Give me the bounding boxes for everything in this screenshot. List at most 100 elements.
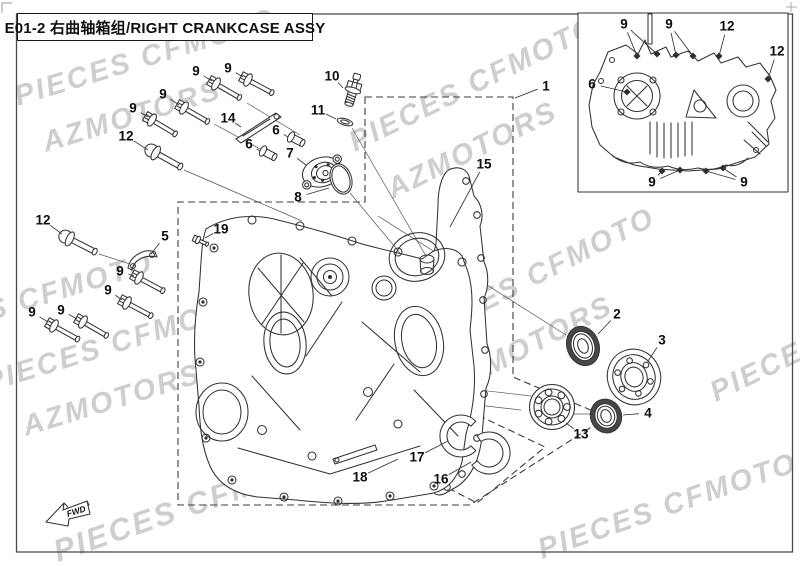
callout-label-12: 12 (719, 19, 734, 34)
callout-leader-line (170, 98, 180, 106)
callout-label-10: 10 (324, 69, 339, 84)
strip-plate (332, 444, 378, 465)
callout-leader-line (306, 187, 330, 195)
callout-leader-line (448, 461, 472, 475)
callout-label-8: 8 (294, 190, 302, 205)
callout-leader-line (718, 34, 726, 57)
callout-leader-line (283, 134, 289, 138)
callout-label-1: 1 (542, 79, 550, 94)
bearing-4 (589, 398, 623, 434)
callout-label-9: 9 (116, 264, 124, 279)
callout-label-5: 5 (161, 229, 169, 244)
callout-label-2: 2 (613, 307, 621, 322)
callout-leader-line (367, 458, 399, 474)
ball-bearing-13 (528, 383, 576, 431)
page-title: E01-2 右曲轴箱组/RIGHT CRANKCASE ASSY (5, 13, 325, 41)
callout-leader-line (296, 158, 307, 166)
callout-label-12: 12 (769, 44, 784, 59)
o-ring-8 (329, 163, 353, 195)
callout-leader-line (424, 440, 449, 454)
callout-leader-line (647, 347, 658, 362)
callout-label-16: 16 (433, 472, 449, 487)
callout-leader-line (622, 413, 640, 416)
callout-label-7: 7 (286, 146, 294, 161)
callout-leader-line (203, 75, 213, 82)
callout-leader-line (150, 242, 160, 255)
callout-label-9: 9 (648, 175, 656, 190)
callout-label-9: 9 (28, 305, 36, 320)
callout-leader-line (204, 233, 214, 239)
callout-label-11: 11 (311, 103, 326, 118)
bolt-9 (237, 69, 278, 101)
callout-label-3: 3 (658, 333, 666, 348)
callout-leader-line (674, 30, 694, 57)
bracket-14 (235, 112, 282, 144)
callout-leader-line (39, 316, 49, 323)
callout-label-6: 6 (245, 137, 253, 152)
fwd-arrow: FWD (45, 500, 91, 527)
callout-leader-line (660, 169, 681, 179)
callout-leader-line (767, 59, 775, 80)
callout-label-9: 9 (740, 175, 748, 190)
callout-leader-line (235, 122, 242, 128)
callout-label-12: 12 (35, 213, 50, 228)
bearing-shell-16 (471, 431, 511, 475)
callout-label-9: 9 (57, 303, 65, 318)
callout-label-9: 9 (192, 64, 200, 79)
callout-label-12: 12 (118, 129, 133, 144)
page-title-text: E01-2 右曲轴箱组/RIGHT CRANKCASE ASSY (4, 19, 326, 37)
callout-label-6: 6 (272, 123, 280, 138)
callout-leader-line (337, 82, 344, 89)
corner-mark (786, 2, 797, 12)
callout-leader-line (630, 29, 658, 55)
callout-leader-line (235, 72, 244, 78)
callout-leader-line (140, 112, 149, 118)
bolt-12 (55, 226, 101, 260)
callout-leader-line (670, 32, 677, 56)
callout-label-18: 18 (352, 470, 368, 485)
watermark-text: PIECES CFMOTO (534, 447, 800, 566)
bearing-shell-17 (439, 414, 477, 458)
callout-label-4: 4 (644, 406, 652, 421)
callout-label-14: 14 (220, 111, 236, 126)
callout-leader-line (565, 422, 574, 430)
callout-leader-line (600, 85, 628, 93)
callout-leader-line (68, 314, 78, 320)
callout-label-15: 15 (476, 157, 492, 172)
callout-leader-line (115, 294, 123, 301)
callout-leader-line (597, 320, 612, 335)
callout-leader-line (514, 88, 538, 99)
oil-pressure-sensor-10 (344, 72, 363, 107)
callout-label-9: 9 (159, 87, 167, 102)
callout-label-9: 9 (665, 17, 673, 32)
callout-leader-line (722, 167, 737, 178)
bolt-12 (141, 140, 187, 175)
callout-leader-line (705, 170, 736, 180)
callout-leader-line (133, 140, 149, 151)
page-border (1, 2, 797, 553)
callout-leader-line (325, 113, 337, 120)
inset-frame (577, 12, 789, 193)
crankcase-body (194, 215, 476, 506)
callout-label-13: 13 (573, 427, 589, 442)
watermark-text: PIECES (705, 326, 800, 408)
assembly-dashed-boundary (177, 96, 609, 506)
callout-leader-line (49, 224, 63, 235)
callout-label-9: 9 (104, 283, 112, 298)
callout-label-17: 17 (409, 450, 424, 465)
oil-seal-2 (565, 325, 601, 367)
washer-11 (336, 117, 354, 127)
callout-label-6: 6 (588, 77, 596, 92)
callout-label-9: 9 (224, 61, 232, 76)
callout-leader-line (449, 171, 481, 228)
callout-leader-line (256, 148, 261, 152)
spacer-6 (257, 144, 280, 164)
callout-leader-line (657, 170, 663, 176)
corner-mark (1, 2, 12, 13)
